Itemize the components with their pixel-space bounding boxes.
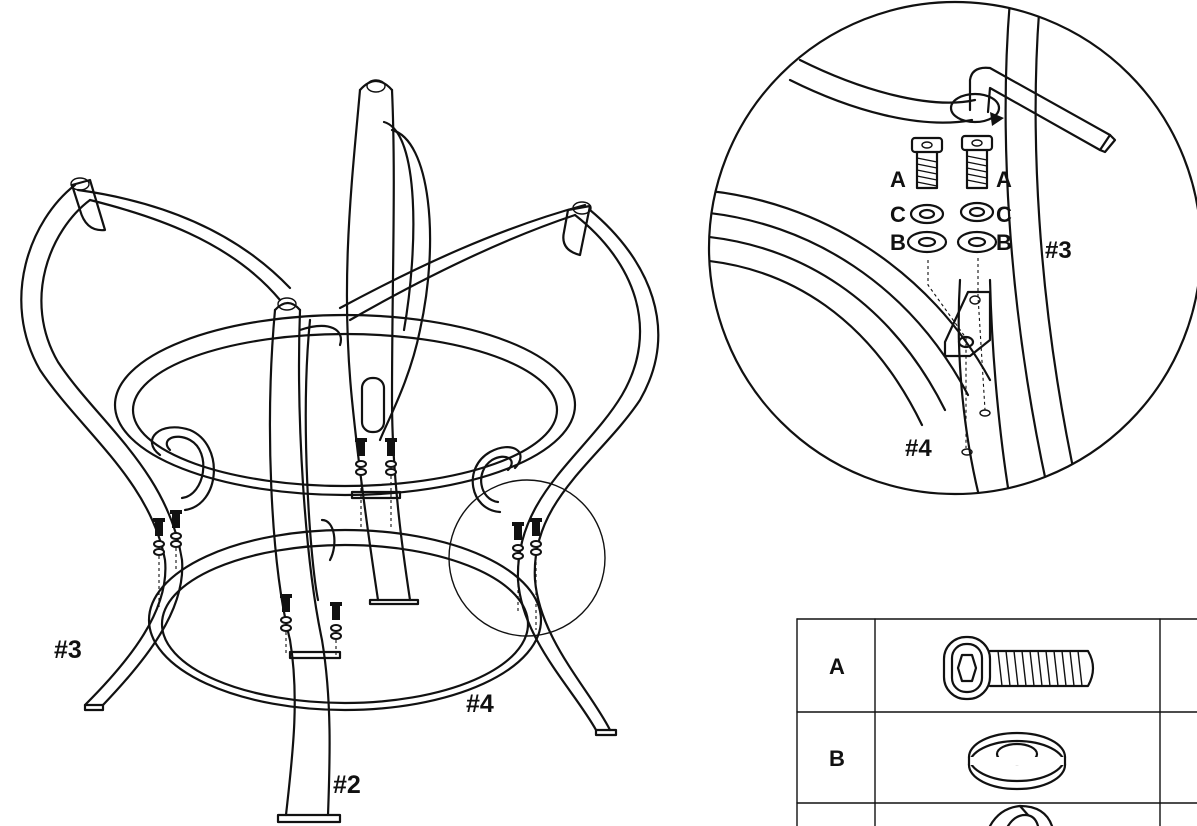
table-row-a-letter: A	[829, 654, 845, 679]
top-ring	[113, 313, 577, 497]
back-leg	[345, 79, 432, 606]
lock-washer-icon	[988, 804, 1054, 826]
screw-left-icon	[910, 136, 944, 190]
lock-washer-right-icon	[959, 201, 995, 223]
bottom-ring	[147, 528, 543, 712]
detail-label-lock-washer-left: C	[890, 202, 906, 227]
detail-label-part-3: #3	[1045, 237, 1072, 264]
detail-label-screw-left: A	[890, 167, 906, 192]
table-base-drawing: #3 #4 #2	[20, 79, 660, 824]
rotation-arrow-icon	[949, 92, 1004, 126]
left-leg	[20, 177, 292, 712]
label-part-3: #3	[54, 636, 82, 664]
lock-washer-left-icon	[909, 203, 945, 225]
detail-label-screw-right: A	[996, 167, 1012, 192]
detail-label-lock-washer-right: C	[996, 202, 1012, 227]
table-row-b-letter: B	[829, 746, 845, 771]
right-leg	[338, 201, 660, 737]
detail-callout-circle	[448, 479, 606, 637]
label-part-4: #4	[466, 690, 494, 718]
flat-washer-right-icon	[956, 230, 998, 254]
detail-label-flat-washer-right: B	[996, 230, 1012, 255]
hardware-stacks	[153, 438, 542, 660]
detail-label-part-4: #4	[905, 435, 932, 462]
hex-key-icon	[968, 66, 1117, 154]
flat-washer-icon	[967, 731, 1067, 791]
hex-socket-screw-icon	[942, 635, 1095, 701]
front-leg	[268, 297, 343, 824]
flat-washer-left-icon	[906, 230, 948, 254]
detail-view: A A C C B B #3 #4	[707, 0, 1197, 496]
screw-right-icon	[960, 134, 994, 190]
label-part-2: #2	[333, 771, 361, 799]
detail-label-flat-washer-left: B	[890, 230, 906, 255]
parts-table: A B	[796, 618, 1197, 826]
